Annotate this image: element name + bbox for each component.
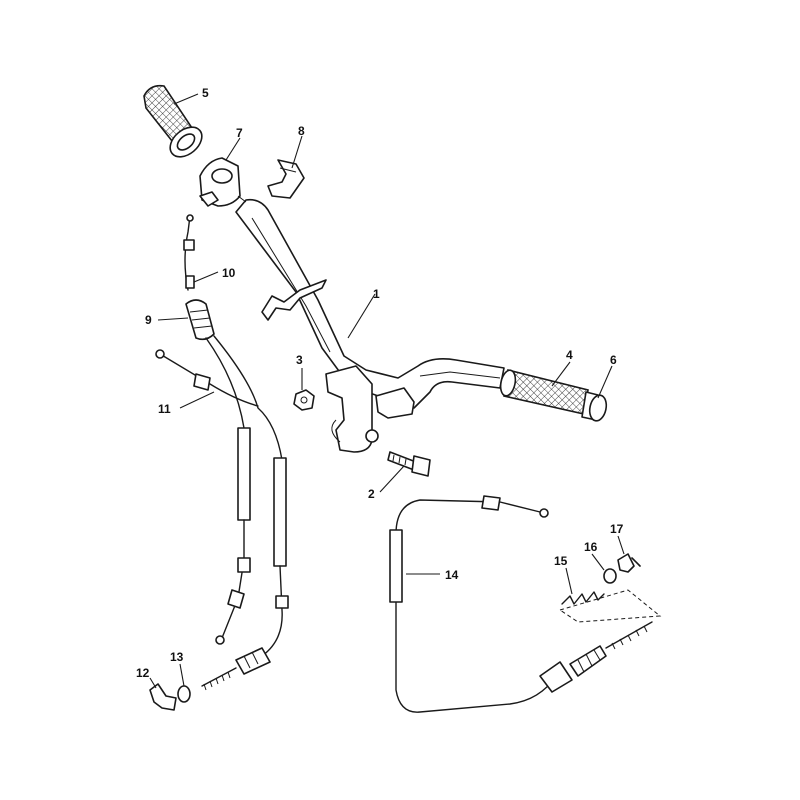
nut <box>293 389 315 411</box>
throttle-cover <box>267 159 305 199</box>
callout-6: 6 <box>610 353 617 367</box>
callout-5: 5 <box>202 86 209 100</box>
callout-13: 13 <box>170 650 184 664</box>
wing-nut-12 <box>149 683 177 711</box>
callout-15: 15 <box>554 554 568 568</box>
brake-cable <box>389 495 653 713</box>
grip-end <box>581 391 608 422</box>
bolt <box>387 451 431 477</box>
grip-right <box>499 369 589 415</box>
callout-16: 16 <box>584 540 598 554</box>
callout-2: 2 <box>368 487 375 501</box>
callout-10: 10 <box>222 266 236 280</box>
callout-3: 3 <box>296 353 303 367</box>
callout-9: 9 <box>145 313 152 327</box>
wing-nut-17 <box>617 553 641 573</box>
leader-lines <box>149 93 625 689</box>
callout-12: 12 <box>136 666 150 680</box>
callout-4: 4 <box>566 348 573 362</box>
handlebar <box>235 198 505 453</box>
callout-17: 17 <box>610 522 624 536</box>
throttle-cable <box>155 214 289 691</box>
callout-11: 11 <box>158 402 171 416</box>
callout-8: 8 <box>298 124 305 138</box>
grip-left <box>143 84 203 158</box>
callout-1: 1 <box>373 287 380 301</box>
callout-14: 14 <box>445 568 459 582</box>
pin-13 <box>177 685 191 703</box>
pin-16 <box>603 568 617 584</box>
callout-7: 7 <box>236 126 243 140</box>
throttle-housing <box>199 157 247 207</box>
spring-15 <box>558 589 662 623</box>
